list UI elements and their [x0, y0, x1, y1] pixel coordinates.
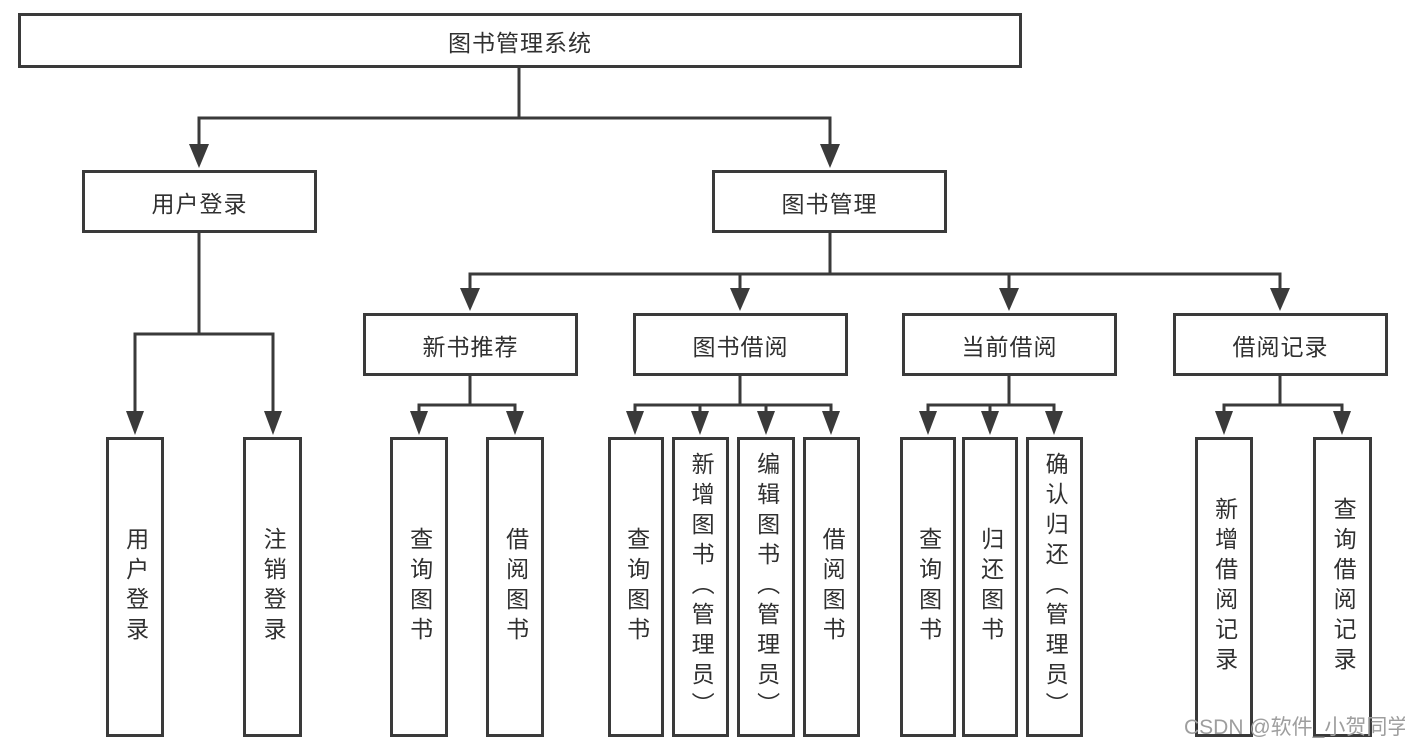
leaf-borrow-books-recommend: 借阅图书 — [486, 437, 544, 737]
node-label: 编辑图书（管理员） — [753, 452, 780, 722]
node-book-management: 图书管理 — [712, 170, 947, 233]
leaf-add-books-admin: 新增图书（管理员） — [672, 437, 729, 737]
leaf-query-books-borrow: 查询图书 — [608, 437, 664, 737]
node-label: 用户登录 — [122, 527, 149, 647]
leaf-return-books: 归还图书 — [962, 437, 1018, 737]
node-new-book-recommend: 新书推荐 — [363, 313, 578, 376]
node-label: 新增借阅记录 — [1211, 497, 1238, 677]
node-label: 注销登录 — [260, 527, 287, 647]
node-borrow-records: 借阅记录 — [1173, 313, 1388, 376]
leaf-user-login: 用户登录 — [106, 437, 164, 737]
node-label: 用户登录 — [151, 190, 248, 217]
node-label: 查询图书 — [623, 527, 650, 647]
node-label: 查询图书 — [406, 527, 433, 647]
leaf-edit-books-admin: 编辑图书（管理员） — [737, 437, 795, 737]
node-label: 借阅图书 — [502, 527, 529, 647]
leaf-confirm-return-admin: 确认归还（管理员） — [1026, 437, 1083, 737]
node-user-login: 用户登录 — [82, 170, 317, 233]
node-label: 归还图书 — [977, 527, 1004, 647]
node-label: 查询借阅记录 — [1330, 497, 1357, 677]
leaf-query-borrow-record: 查询借阅记录 — [1313, 437, 1372, 737]
csdn-watermark: CSDN @软件_小贺同学 — [1184, 716, 1405, 739]
node-label: 当前借阅 — [961, 333, 1058, 360]
node-root: 图书管理系统 — [18, 13, 1022, 68]
node-label: 新增图书（管理员） — [688, 452, 715, 722]
leaf-borrow-books: 借阅图书 — [803, 437, 860, 737]
leaf-query-books-current: 查询图书 — [900, 437, 956, 737]
node-label: 借阅图书 — [819, 527, 846, 647]
node-label: 图书管理 — [781, 190, 878, 217]
node-label: 确认归还（管理员） — [1042, 452, 1069, 722]
leaf-add-borrow-record: 新增借阅记录 — [1195, 437, 1253, 737]
node-label: 图书借阅 — [692, 333, 789, 360]
node-label: 图书管理系统 — [448, 29, 592, 56]
node-label: 新书推荐 — [422, 333, 519, 360]
node-label: 借阅记录 — [1232, 333, 1329, 360]
leaf-logout: 注销登录 — [243, 437, 302, 737]
node-current-borrow: 当前借阅 — [902, 313, 1117, 376]
node-book-borrow: 图书借阅 — [633, 313, 848, 376]
node-label: 查询图书 — [915, 527, 942, 647]
leaf-query-books-recommend: 查询图书 — [390, 437, 448, 737]
